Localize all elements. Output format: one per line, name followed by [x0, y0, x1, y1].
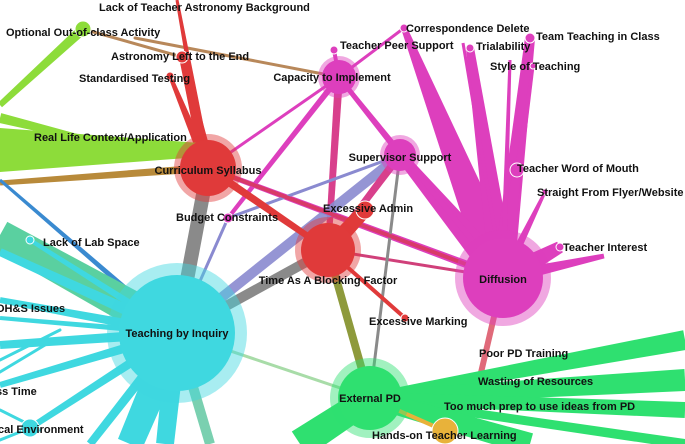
edge-supervisor-external — [368, 153, 402, 400]
edge-external-prep — [369, 392, 685, 418]
label-poor-pd-training: Poor PD Training — [479, 348, 568, 360]
label-external-pd: External PD — [339, 393, 401, 405]
label-astronomy-left: Astronomy Left to the End — [111, 51, 249, 63]
edge-external-bottom — [369, 394, 685, 444]
edge-external-bottom-b — [367, 389, 533, 444]
node-teaching-by-inquiry — [119, 275, 235, 391]
label-correspondence-delete: Correspondence Delete — [406, 23, 529, 35]
edge-inquiry-frag-b — [0, 343, 47, 374]
node-excessive-marking — [400, 313, 410, 323]
node-capacity — [322, 60, 356, 94]
edge-astronomy-optional — [81, 27, 184, 59]
edge-green-reallife — [0, 128, 200, 172]
node-excessive-admin — [355, 200, 375, 220]
edge-curriculum-background — [175, 0, 212, 169]
label-lack-astronomy-background: Lack of Teacher Astronomy Background — [99, 2, 310, 14]
edge-green-reallife-b — [0, 113, 131, 152]
edge-external-poor-pd — [369, 330, 685, 403]
label-hands-on-learning: Hands-on Teacher Learning — [372, 430, 517, 442]
node-teacher-interest — [555, 242, 565, 252]
label-capacity: Capacity to Implement — [273, 72, 391, 84]
label-excessive-marking: Excessive Marking — [369, 316, 467, 328]
node-budget-constraints — [222, 212, 234, 224]
edge-time-external — [324, 248, 374, 400]
label-ohs-issues: OH&S Issues — [0, 303, 65, 315]
label-style-of-teaching: Style of Teaching — [490, 61, 580, 73]
label-straight-from-flyer: Straight From Flyer/Website — [537, 187, 684, 199]
node-flyer — [541, 188, 549, 196]
node-optional-activity — [74, 20, 92, 38]
node-trialability — [465, 43, 475, 53]
node-word-of-mouth — [509, 162, 525, 178]
label-supervisor-support: Supervisor Support — [349, 152, 452, 164]
edge-supervisor-budget — [226, 153, 402, 220]
edge-green-optional — [0, 25, 87, 108]
label-optional-activity: Optional Out-of-class Activity — [6, 27, 161, 39]
node-time-blocking — [301, 223, 355, 277]
label-teacher-interest: Teacher Interest — [563, 242, 648, 254]
node-curriculum-syllabus — [180, 140, 236, 196]
label-teacher-peer-support: Teacher Peer Support — [340, 40, 454, 52]
node-hands-on — [431, 417, 459, 444]
label-diffusion: Diffusion — [479, 274, 527, 286]
label-teaching-by-inquiry: Teaching by Inquiry — [125, 328, 229, 340]
edge-capacity-astronomy — [133, 36, 341, 79]
node-lab-space — [25, 235, 35, 245]
label-team-teaching: Team Teaching in Class — [536, 31, 660, 43]
label-too-much-prep: Too much prep to use ideas from PD — [444, 401, 635, 413]
edge-inquiry-frag-a — [0, 328, 62, 362]
nodes-layer — [20, 20, 565, 444]
edge-diffusion-style-b — [500, 60, 512, 279]
label-budget-constraints: Budget Constraints — [176, 212, 278, 224]
edge-curriculum-time — [205, 164, 330, 253]
edge-diffusion-trial-thin — [461, 42, 505, 279]
label-real-life-context: Real Life Context/Application — [34, 132, 187, 144]
edge-curriculum-reallife — [0, 164, 209, 186]
node-supervisor-support — [384, 139, 416, 171]
label-time-blocking: Time As A Blocking Factor — [259, 275, 398, 287]
label-environment: cal Environment — [0, 424, 84, 436]
label-trialability: Trialability — [476, 41, 531, 53]
node-style — [529, 62, 537, 70]
node-teacher-peer — [329, 45, 339, 55]
node-astronomy-left — [175, 50, 189, 64]
node-diffusion — [463, 238, 543, 318]
node-team-teaching — [524, 32, 536, 44]
node-correspondence — [399, 23, 409, 33]
label-wasting-resources: Wasting of Resources — [478, 376, 593, 388]
label-teacher-word-of-mouth: Teacher Word of Mouth — [517, 163, 639, 175]
node-external-pd — [338, 366, 402, 430]
node-environment — [20, 418, 40, 438]
label-lack-lab-space: Lack of Lab Space — [43, 237, 140, 249]
edge-capacity-budget — [226, 75, 342, 220]
label-curriculum-syllabus: Curriculum Syllabus — [155, 165, 262, 177]
node-standardised-testing — [165, 71, 175, 81]
label-ss-time: ss Time — [0, 386, 37, 398]
label-excessive-admin: Excessive Admin — [323, 203, 413, 215]
label-standardised-testing: Standardised Testing — [79, 73, 190, 85]
